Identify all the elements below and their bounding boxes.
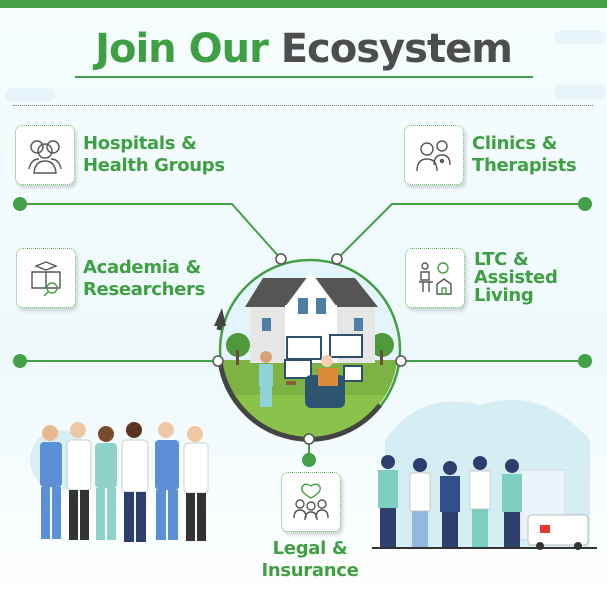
research-book-icon [16,248,76,308]
top-accent-bar [0,0,607,8]
label-line: Insurance [261,560,359,581]
connector-hospitals [20,203,282,260]
academia-label: Academia & Researchers [83,257,205,301]
endpoint-dot [13,197,27,211]
clinics-label: Clinics & Therapists [472,133,577,177]
home-care-illustration [222,262,398,438]
cloud-decoration [555,85,605,99]
label-line: Academia & [83,257,201,278]
endpoint-dot [578,197,592,211]
page-title: Join Our Ecosystem [0,26,607,72]
endpoint-dot [13,354,27,368]
title-part-green: Join Our [95,26,269,72]
label-line: Hospitals & [83,133,197,154]
title-underline [75,76,533,78]
ltc-label: LTC & Assisted Living [474,251,558,305]
label-line: Living [474,285,534,306]
connector-clinics [336,203,585,260]
cloud-decoration [5,88,55,102]
cloud-decoration [555,30,605,44]
assisted-living-icon [405,248,465,308]
cycle-arrow [217,359,382,442]
label-line: LTC & [474,249,529,270]
hospital-scene-illustration [372,399,597,550]
legal-family-icon [281,472,341,532]
title-part-dark: Ecosystem [280,26,513,72]
hub-node [303,433,315,445]
hospitals-label: Hospitals & Health Groups [83,133,225,177]
label-line: Legal & [272,538,348,559]
label-line: Therapists [472,155,577,176]
arrow-head-icon [214,308,226,326]
label-line: Assisted [474,267,558,288]
label-line: Researchers [83,279,205,300]
endpoint-dot [302,453,316,467]
label-line: Health Groups [83,155,225,176]
medical-staff-illustration [30,422,209,542]
legal-label: Legal & Insurance [230,538,390,582]
label-line: Clinics & [472,133,558,154]
hub-node [395,355,407,367]
hub-node [331,253,343,265]
endpoint-dot [578,354,592,368]
hub-node [275,253,287,265]
hub-node [212,355,224,367]
dotted-divider [13,105,593,106]
medical-team-icon [15,125,75,185]
doctor-patient-icon [404,125,464,185]
